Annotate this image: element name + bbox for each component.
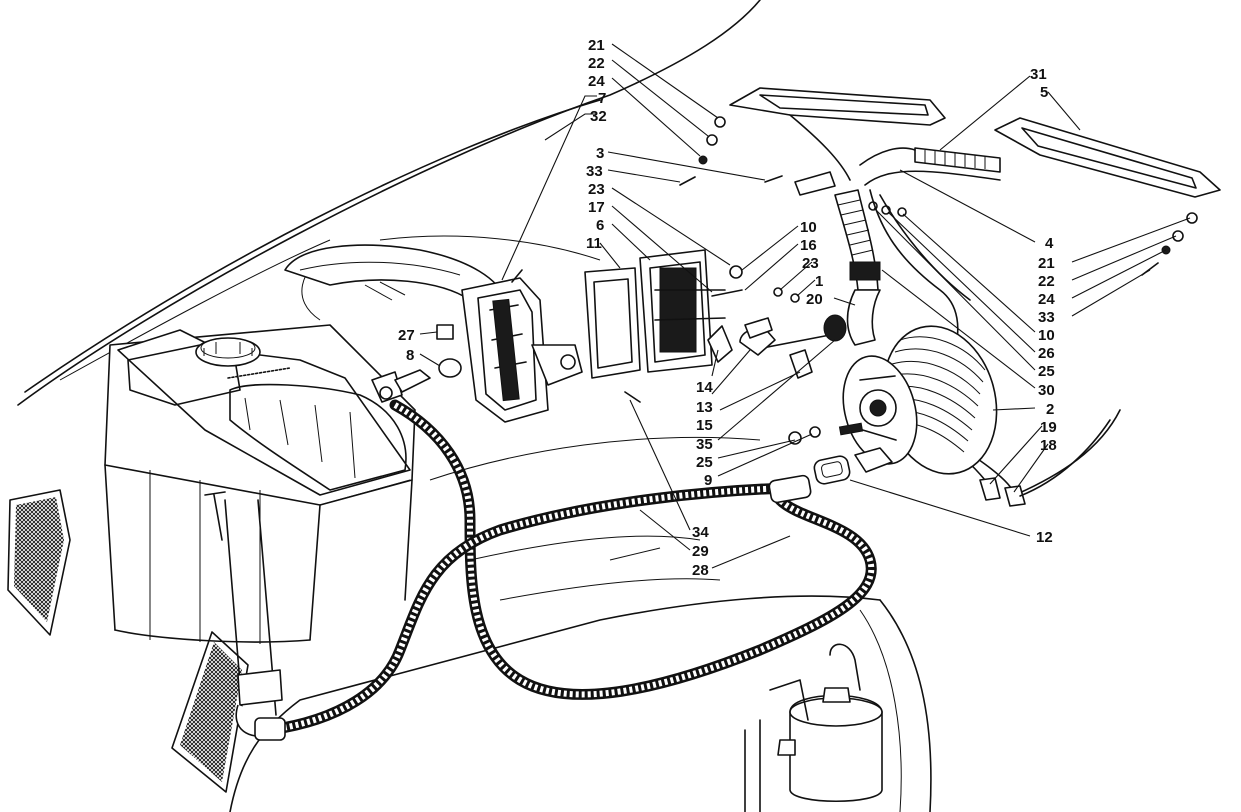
callout-4: 4 <box>1045 235 1054 252</box>
hose-clamps <box>254 474 812 741</box>
callout-31: 31 <box>1030 66 1047 83</box>
callout-17: 17 <box>588 199 605 216</box>
callout-29: 29 <box>692 543 709 560</box>
gasket <box>584 267 641 379</box>
callout-32: 32 <box>590 108 607 125</box>
flexible-duct <box>834 189 881 346</box>
callout-27: 27 <box>398 327 415 344</box>
callout-28: 28 <box>692 562 709 579</box>
control-lever <box>707 314 847 379</box>
lower-grille <box>171 631 249 793</box>
callout-3: 3 <box>596 145 604 162</box>
water-valve <box>371 369 431 403</box>
leader-lines <box>419 43 1191 569</box>
callout-26: 26 <box>1038 345 1055 362</box>
defroster-ducts <box>794 147 1001 196</box>
callout-10-right: 10 <box>1038 327 1055 344</box>
callout-20: 20 <box>806 291 823 308</box>
callout-34: 34 <box>692 524 709 541</box>
heater-core-frame <box>461 277 583 423</box>
heater-hose-outer <box>389 399 877 700</box>
radiator-spring <box>227 367 291 379</box>
callout-23-top: 23 <box>588 181 605 198</box>
callout-23-mid: 23 <box>802 255 819 272</box>
callout-22-top: 22 <box>588 55 605 72</box>
wire-terminals <box>979 419 1111 507</box>
callout-35: 35 <box>696 436 713 453</box>
callout-9: 9 <box>704 472 712 489</box>
callout-19: 19 <box>1040 419 1057 436</box>
washer-reservoir <box>744 643 883 812</box>
callout-18: 18 <box>1040 437 1057 454</box>
callout-14: 14 <box>696 379 713 396</box>
defroster-nozzle-left <box>729 87 946 181</box>
callout-2: 2 <box>1046 401 1054 418</box>
callout-25-right: 25 <box>1038 363 1055 380</box>
callout-33-top: 33 <box>586 163 603 180</box>
callout-21-top: 21 <box>588 37 605 54</box>
callout-13: 13 <box>696 399 713 416</box>
callout-12: 12 <box>1036 529 1053 546</box>
callout-30: 30 <box>1038 382 1055 399</box>
callout-33-right: 33 <box>1038 309 1055 326</box>
callout-21-right: 21 <box>1038 255 1055 272</box>
callout-7: 7 <box>598 90 606 107</box>
callout-8: 8 <box>406 347 414 364</box>
radiator-cap <box>195 337 261 367</box>
callout-6: 6 <box>596 217 604 234</box>
connector-plug <box>813 455 851 485</box>
callout-15: 15 <box>696 417 713 434</box>
callout-24-top: 24 <box>588 73 605 90</box>
blower-motor <box>838 325 998 475</box>
defroster-nozzle-right <box>994 117 1221 198</box>
callout-1: 1 <box>815 273 823 290</box>
callout-24-right: 24 <box>1038 291 1055 308</box>
callout-5: 5 <box>1040 84 1048 101</box>
callout-11: 11 <box>586 235 602 252</box>
callout-labels: 21 22 24 7 32 3 33 23 17 6 11 10 16 23 1… <box>398 37 1057 579</box>
callout-10-left: 10 <box>800 219 817 236</box>
callout-16: 16 <box>800 237 817 254</box>
callout-25-left: 25 <box>696 454 713 471</box>
heater-housing <box>639 249 726 373</box>
fasteners <box>436 116 1198 445</box>
callout-22-right: 22 <box>1038 273 1055 290</box>
radiator <box>104 324 416 644</box>
left-grille <box>7 489 71 636</box>
heater-hose-inner <box>264 482 796 736</box>
wheel-arch <box>284 244 506 301</box>
